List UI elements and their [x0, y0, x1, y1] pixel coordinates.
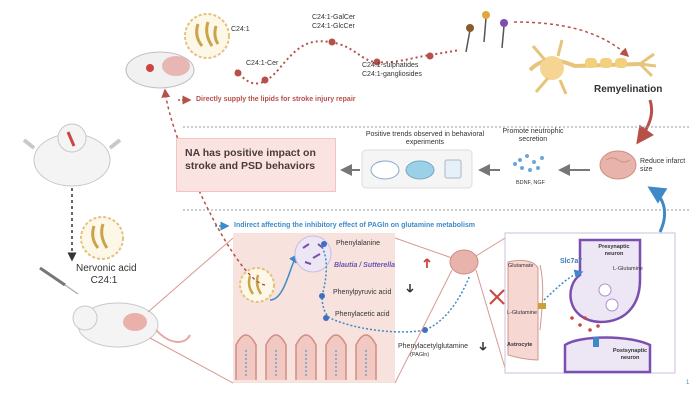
impact-box: NA has positive impact on stroke and PSD…	[176, 138, 336, 192]
down-arrows	[406, 284, 487, 351]
presynaptic-neuron-icon	[569, 238, 642, 324]
label-glccer: C24:1-GlcCer	[312, 23, 355, 30]
mouse-brain-icon	[125, 51, 195, 89]
direct-path-label: Directly supply the lipids for stroke in…	[196, 96, 356, 103]
lipid-molecules-icon	[465, 11, 508, 53]
glutamate-label: Glutamate	[508, 263, 534, 269]
intestine-villi	[235, 334, 377, 380]
fatty-acid-small-icon	[239, 267, 275, 303]
syringe-icon	[39, 266, 79, 295]
postsynaptic-label: Postsynaptic neuron	[612, 348, 648, 361]
astrocyte-label: Astrocyte	[507, 342, 533, 348]
arrow-to-neuron	[513, 21, 630, 58]
pagln-abbr-label: (PAGln)	[410, 352, 430, 358]
nervonic-label-2: C24:1	[90, 275, 118, 286]
mouse-icon	[72, 302, 191, 348]
researcher-mouse-icon	[22, 123, 122, 187]
arrow-to-brain	[647, 186, 668, 233]
arrow-slc	[543, 269, 584, 301]
l-glutamine-astro-label: L-Glutamine	[507, 310, 537, 316]
zoom-line-3	[475, 237, 506, 257]
phenylacetic-label: Phenylacetic acid	[335, 311, 390, 318]
label-galcer: C24:1-GalCer	[312, 14, 356, 21]
zoom-line-1	[394, 237, 453, 259]
remyelination-label: Remyelination	[594, 84, 663, 95]
nervonic-label-1: Nervonic acid	[76, 263, 137, 274]
phenylalanine-label: Phenylalanine	[336, 240, 380, 247]
zoom-line-left-2	[149, 337, 234, 384]
lipid-chain	[234, 38, 461, 85]
indirect-path-label: Indirect affecting the inhibitory effect…	[234, 222, 476, 229]
label-sulphatides: C24:1-sulphatides	[362, 62, 419, 69]
up-arrow	[423, 258, 431, 268]
slc-label: Slc7a7	[560, 258, 583, 265]
zoom-line-left-1	[147, 237, 234, 313]
label-gangliosides: C24:1-gangliosides	[362, 71, 422, 78]
label-c24-cer: C24:1-Cer	[246, 60, 279, 67]
fatty-acid-icon	[184, 13, 230, 59]
slc-transporter	[538, 303, 546, 309]
arrow-up-to-brain	[161, 88, 266, 286]
brain-small-icon	[449, 249, 479, 275]
astrocyte-icon	[507, 259, 544, 361]
impact-text: NA has positive impact on stroke and PSD…	[185, 147, 316, 172]
phenylpyruvic-label: Phenylpyruvic acid	[333, 289, 392, 296]
glutamate-dots	[570, 316, 600, 332]
neurotrophic-label: Promote neutrophic secretion	[502, 128, 564, 143]
bdnf-dots-icon	[513, 154, 544, 172]
l-glutamine-pre-label: L-Glutamine	[613, 266, 643, 272]
pagln-pathway	[321, 246, 471, 333]
page-corner-mark: 1	[686, 380, 690, 386]
presynaptic-label: Presynaptic neuron	[598, 244, 630, 257]
trends-label: Positive trends observed in behavioral e…	[365, 131, 485, 146]
postsynaptic-neuron-icon	[563, 336, 652, 374]
zoom-line-4	[475, 269, 506, 369]
brain-icon	[599, 150, 637, 180]
nervonic-acid-circle	[80, 216, 124, 260]
pagln-label: Phenylacetylglutamine	[398, 343, 469, 350]
bdnf-label: BDNF, NGF	[516, 180, 546, 186]
inhibition-cross	[489, 289, 505, 305]
arrow-to-reduce	[636, 99, 655, 145]
zoom-line-2	[394, 269, 453, 384]
neuron-icon	[528, 39, 657, 95]
label-c24-1: C24:1	[231, 26, 250, 33]
reduce-label: Reduce infarct size	[640, 158, 686, 173]
bacteria-label: Blautia / Sutterella	[334, 262, 396, 269]
behavior-experiment-icon	[361, 149, 473, 189]
